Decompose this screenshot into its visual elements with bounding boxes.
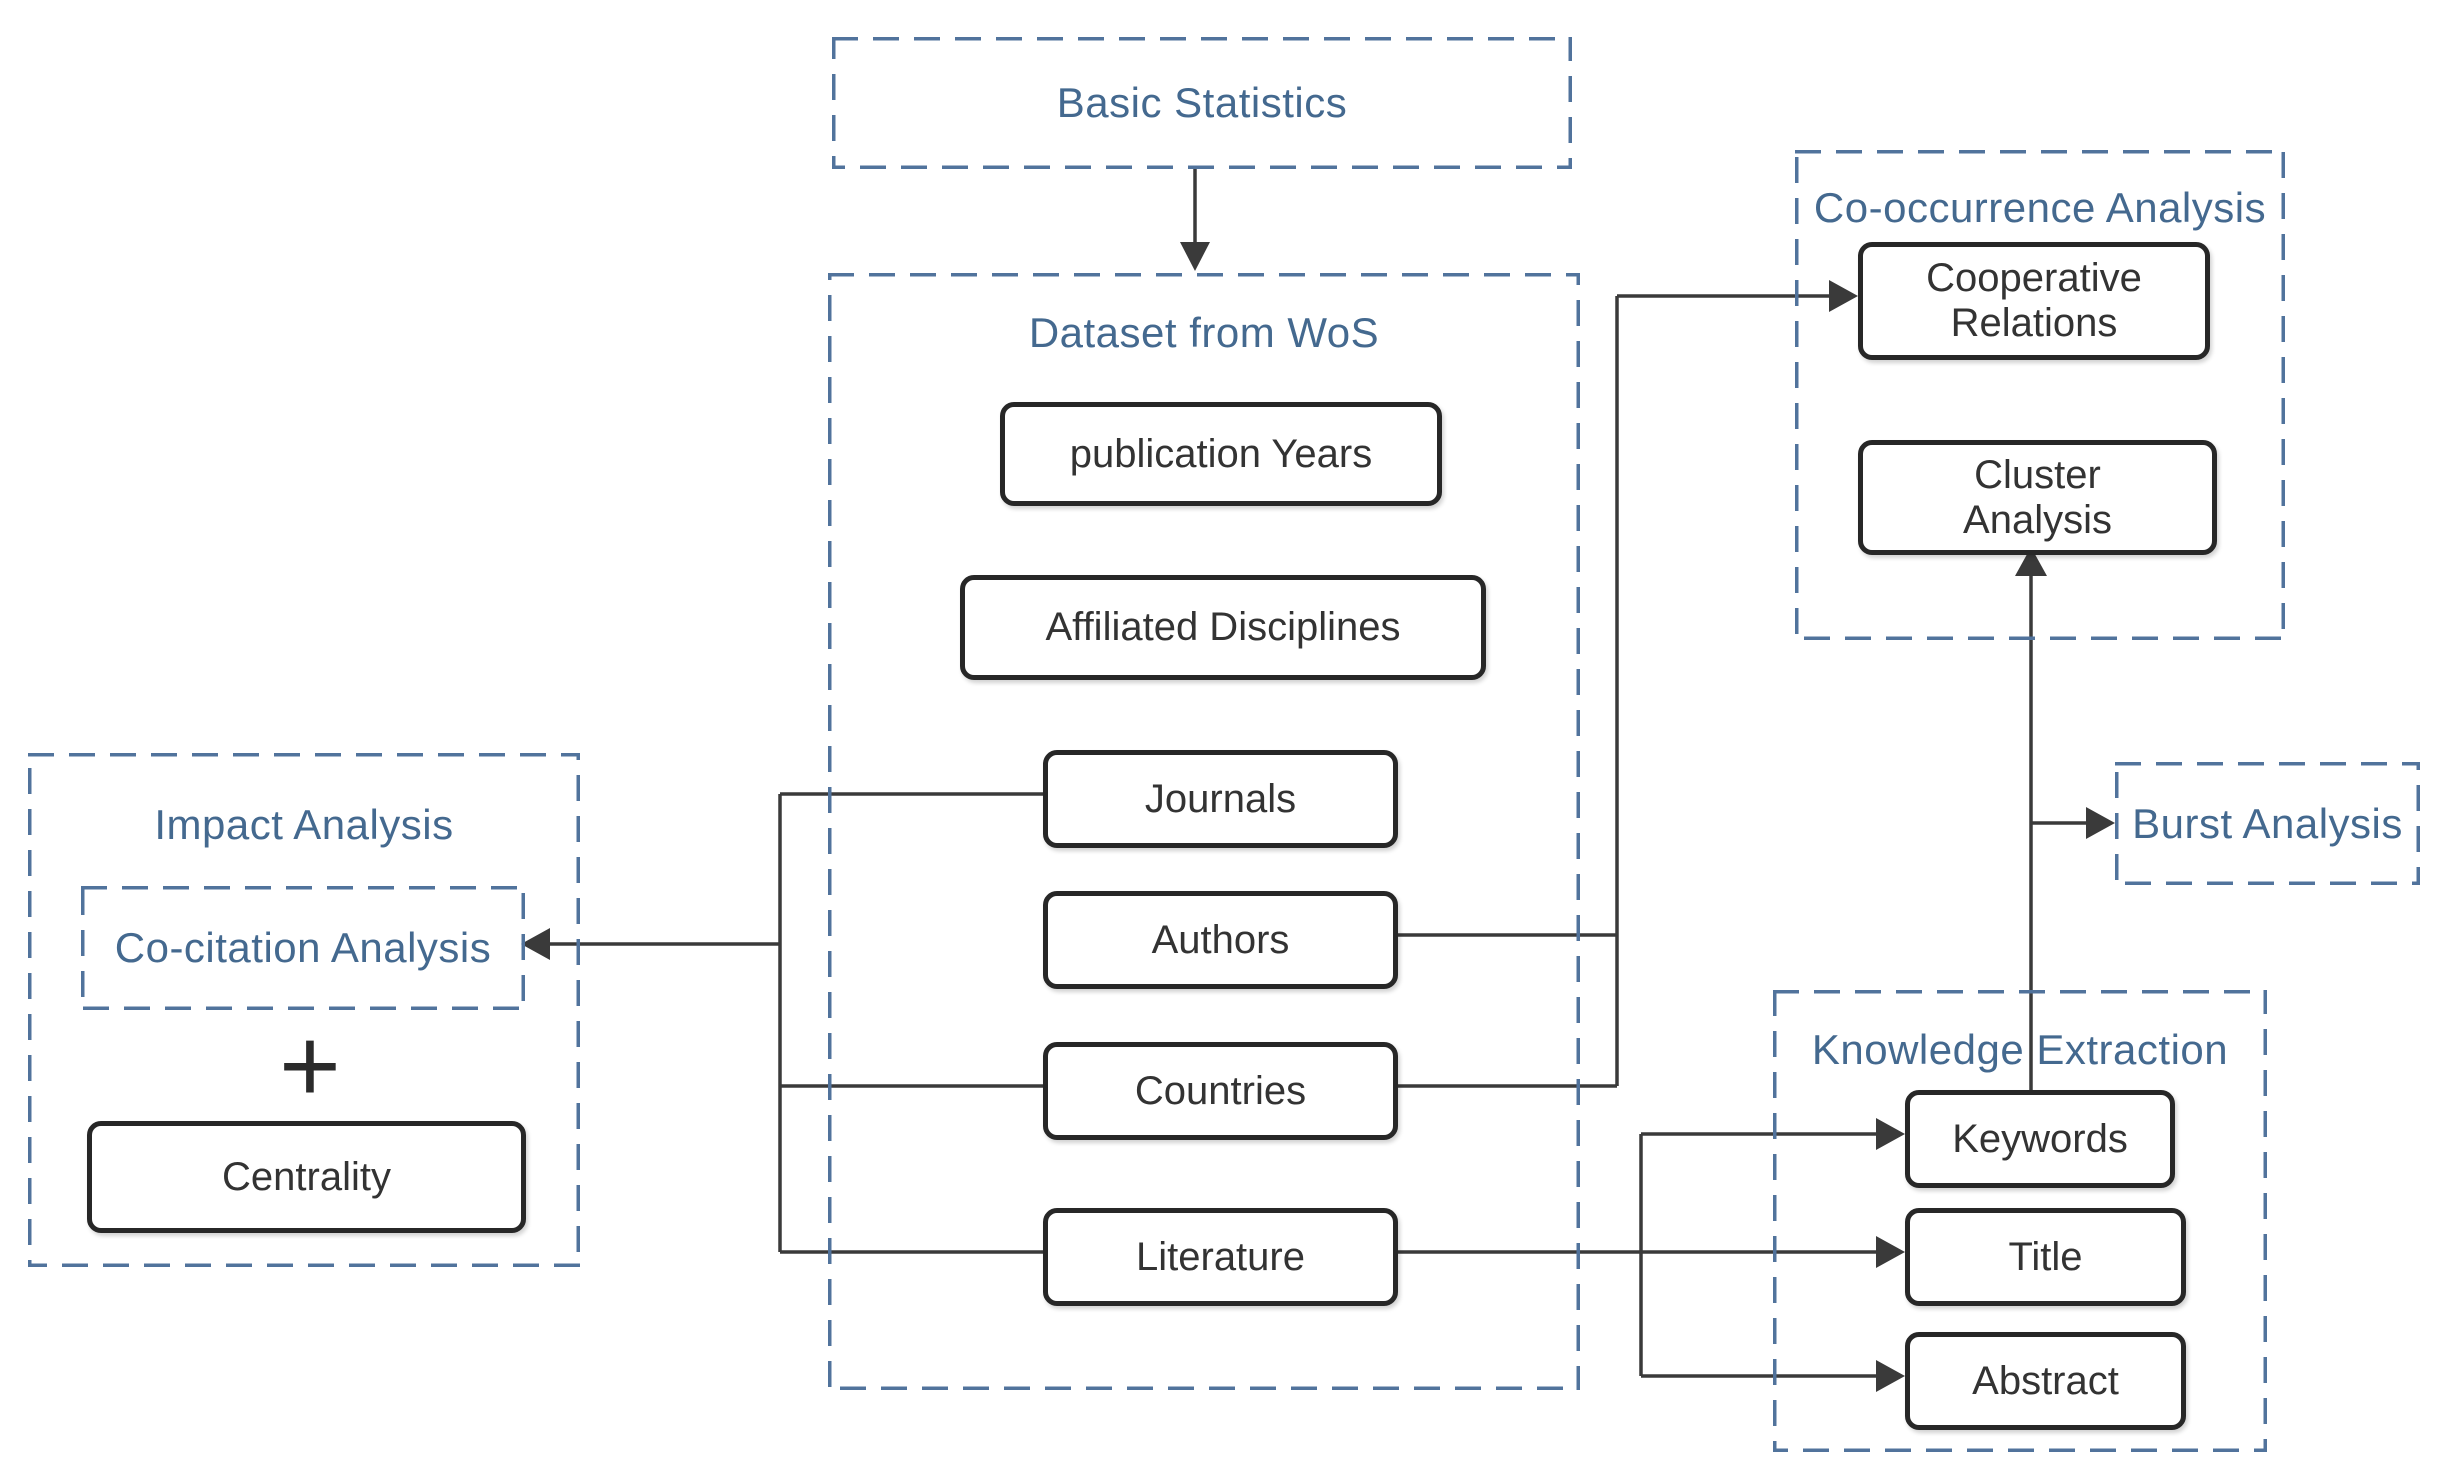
- node-affiliated-disciplines: Affiliated Disciplines: [960, 575, 1486, 680]
- container-impact-analysis: Impact Analysis: [28, 753, 580, 1267]
- node-label-title: Title: [2008, 1234, 2083, 1279]
- container-title-burst-analysis: Burst Analysis: [2132, 799, 2403, 847]
- arrowhead-into-co-citation: [521, 928, 550, 960]
- container-title-basic-statistics: Basic Statistics: [1056, 79, 1348, 126]
- node-publication-years: publication Years: [1000, 402, 1442, 506]
- container-basic-statistics: Basic Statistics: [832, 37, 1572, 169]
- container-title-knowledge-extraction: Knowledge Extraction: [1811, 1026, 2229, 1073]
- container-co-citation: Co-citation Analysis: [81, 886, 525, 1010]
- container-title-impact-analysis: Impact Analysis: [154, 801, 454, 848]
- node-label-journals: Journals: [1144, 776, 1297, 821]
- node-label-cluster-analysis: Cluster Analysis: [1963, 452, 2112, 542]
- container-knowledge-extraction: Knowledge Extraction: [1773, 990, 2267, 1452]
- container-co-occurrence: Co-occurrence Analysis: [1795, 150, 2285, 640]
- node-label-keywords: Keywords: [1952, 1116, 2128, 1161]
- node-label-abstract: Abstract: [1972, 1358, 2119, 1403]
- container-title-co-occurrence: Co-occurrence Analysis: [1813, 184, 2267, 231]
- arrowhead-into-abstract: [1876, 1360, 1905, 1392]
- node-label-literature: Literature: [1136, 1234, 1305, 1279]
- arrowhead-into-cluster: [2015, 547, 2047, 576]
- arrowhead-into-dataset: [1180, 242, 1210, 271]
- arrowhead-into-cooperative: [1829, 280, 1858, 312]
- node-centrality: Centrality: [87, 1121, 526, 1233]
- container-dataset-wos: Dataset from WoS: [828, 273, 1580, 1390]
- arrowhead-into-burst: [2086, 807, 2115, 839]
- node-cooperative-relations: Cooperative Relations: [1858, 242, 2210, 360]
- node-abstract: Abstract: [1905, 1332, 2186, 1430]
- node-journals: Journals: [1043, 750, 1398, 848]
- arrowhead-into-keywords: [1876, 1118, 1905, 1150]
- node-label-authors: Authors: [1151, 917, 1290, 962]
- container-burst-analysis: Burst Analysis: [2115, 762, 2420, 885]
- container-title-co-citation: Co-citation Analysis: [114, 924, 492, 971]
- plus-operator: +: [279, 1006, 341, 1125]
- arrowhead-into-title: [1876, 1236, 1905, 1268]
- node-label-affiliated-disciplines: Affiliated Disciplines: [1045, 605, 1401, 650]
- node-literature: Literature: [1043, 1208, 1398, 1306]
- node-cluster-analysis: Cluster Analysis: [1858, 440, 2217, 555]
- container-title-dataset-wos: Dataset from WoS: [1028, 309, 1380, 356]
- node-countries: Countries: [1043, 1042, 1398, 1140]
- node-label-countries: Countries: [1134, 1068, 1307, 1113]
- node-keywords: Keywords: [1905, 1090, 2175, 1188]
- node-label-cooperative-relations: Cooperative Relations: [1926, 256, 2142, 345]
- node-label-centrality: Centrality: [222, 1154, 391, 1199]
- node-label-publication-years: publication Years: [1069, 431, 1373, 476]
- node-title: Title: [1905, 1208, 2186, 1306]
- node-authors: Authors: [1043, 891, 1398, 989]
